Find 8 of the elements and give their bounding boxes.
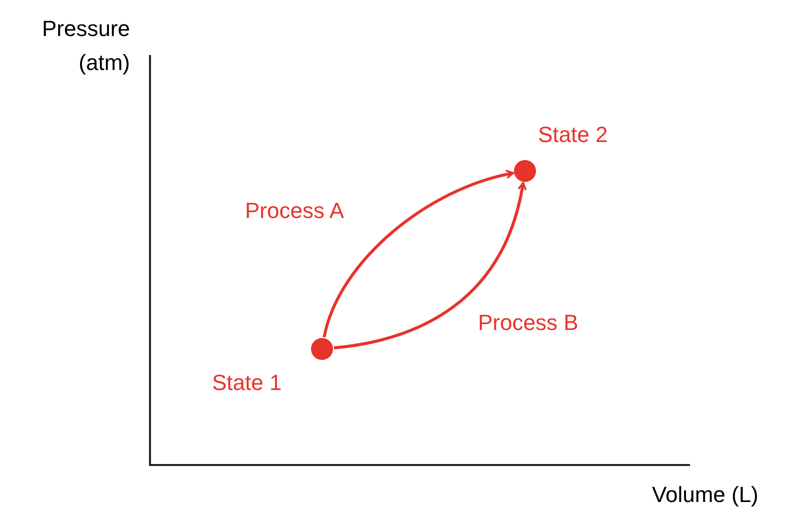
axis-label: Pressure (atm) [40, 15, 130, 77]
state-label: State 2 [538, 122, 608, 148]
axis-label: Volume (L) [652, 482, 758, 508]
process-arrow [322, 170, 514, 338]
process-arrow [334, 182, 526, 350]
process-label: Process A [245, 198, 344, 224]
state-label: State 1 [212, 370, 282, 396]
process-label: Process B [478, 310, 578, 336]
